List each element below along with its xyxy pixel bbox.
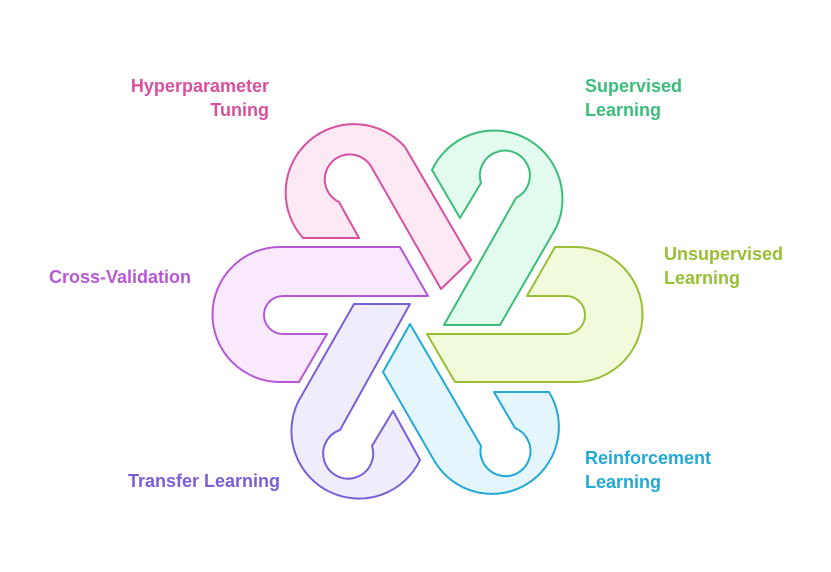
label-reinforcement-learning: Reinforcement Learning	[585, 446, 711, 494]
link-hyperparameter-tuning	[284, 123, 472, 290]
label-hyperparameter-tuning: Hyperparameter Tuning	[131, 74, 269, 122]
link-supervised-learning	[431, 129, 564, 326]
label-line: Supervised	[585, 76, 683, 96]
link-cross-validation	[211, 246, 429, 383]
label-line: Learning	[664, 268, 741, 288]
label-supervised-learning: Supervised Learning	[585, 74, 682, 122]
label-line: Cross-Validation	[48, 267, 191, 287]
label-transfer-learning: Transfer Learning	[128, 469, 280, 493]
label-line: Reinforcement	[585, 448, 712, 468]
link-reinforcement-learning	[382, 323, 560, 495]
link-unsupervised-learning	[426, 246, 644, 383]
label-cross-validation: Cross-Validation	[49, 265, 191, 289]
link-transfer-learning	[290, 303, 421, 500]
label-line: Unsupervised	[664, 244, 784, 264]
label-line: Learning	[585, 100, 662, 120]
label-unsupervised-learning: Unsupervised Learning	[664, 242, 783, 290]
label-line: Tuning	[210, 100, 269, 120]
label-line: Learning	[585, 472, 662, 492]
label-line: Hyperparameter	[130, 76, 269, 96]
label-line: Transfer Learning	[127, 471, 280, 491]
